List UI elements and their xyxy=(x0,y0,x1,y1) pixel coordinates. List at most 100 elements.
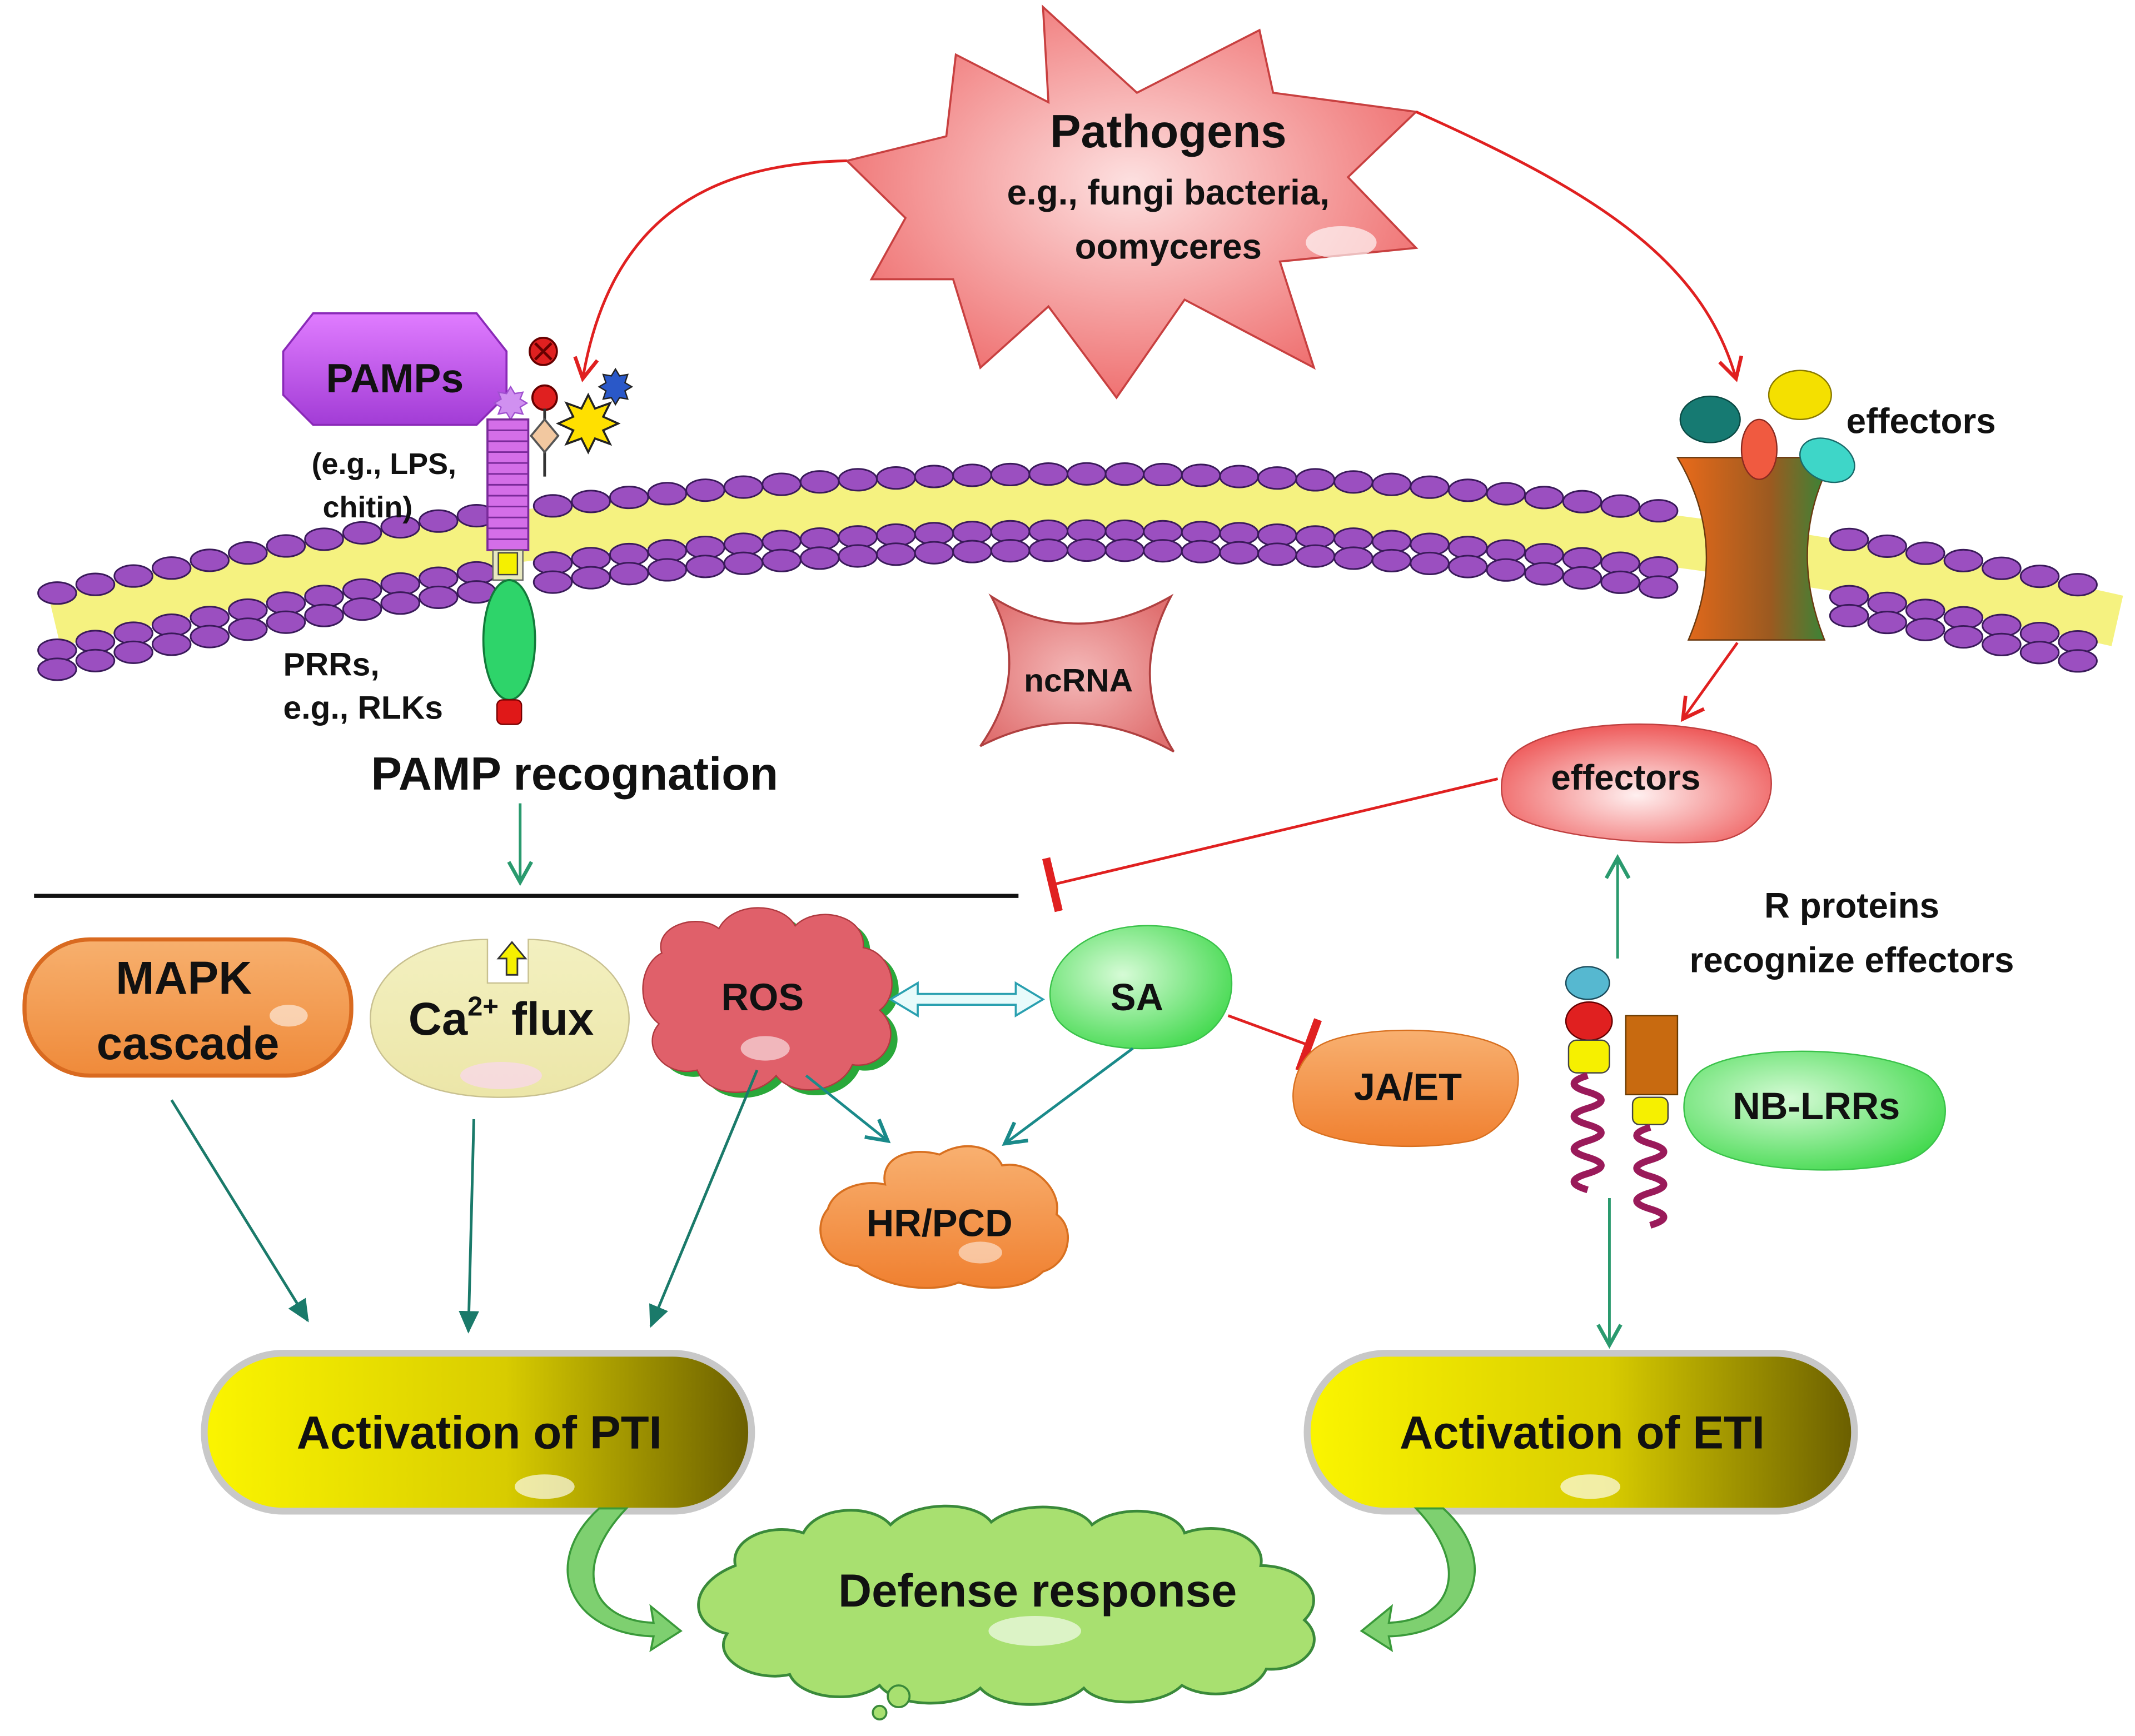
lipid-head xyxy=(1104,462,1145,486)
lipid-head xyxy=(1905,541,1945,565)
lipid-head xyxy=(1524,486,1564,510)
ros-group: ROS xyxy=(642,907,899,1098)
pti-highlight xyxy=(514,1474,575,1499)
arrow-pathogen-to-pamps xyxy=(573,159,847,382)
lipid-head xyxy=(876,542,916,566)
lipid-head xyxy=(1867,611,1907,635)
mapk-group: MAPK cascade xyxy=(22,937,354,1078)
lipid-head xyxy=(952,463,992,487)
lipid-head xyxy=(1829,603,1869,628)
pamp-red-dot xyxy=(531,384,558,411)
lipid-head xyxy=(1143,462,1183,487)
lipid-head xyxy=(37,657,77,681)
defense-label: Defense response xyxy=(838,1565,1237,1617)
lipid-head xyxy=(1371,472,1412,496)
lipid-head xyxy=(37,581,77,605)
lipid-head xyxy=(1067,538,1107,562)
effector-channel-group: effectors xyxy=(1676,370,1996,641)
lipid-head xyxy=(151,632,192,656)
arrow-ca-to-pti xyxy=(459,1119,479,1334)
ca-increase-arrow-icon xyxy=(496,941,527,976)
jaet-label: JA/ET xyxy=(1354,1066,1462,1109)
effectors-inside-label: effectors xyxy=(1551,758,1700,797)
lipid-head xyxy=(609,562,649,586)
arrow-channel-to-effectors xyxy=(1680,642,1739,722)
lipid-head xyxy=(799,470,840,494)
arrow-sa-to-hrpcd xyxy=(1002,1047,1134,1146)
lipid-head xyxy=(1524,562,1564,586)
effector-molecule-yellow xyxy=(1768,370,1832,421)
pamps-group: PAMPs (e.g., LPS, chitin) xyxy=(282,312,508,524)
lipid-head xyxy=(723,551,764,575)
lipid-head xyxy=(532,494,573,518)
prrs-label-1: PRRs, xyxy=(283,646,380,682)
sa-blob xyxy=(1049,925,1232,1050)
hrpcd-highlight xyxy=(958,1241,1002,1264)
arrow-pathogen-to-effectors xyxy=(1415,110,1744,382)
effector-channel xyxy=(1676,457,1834,641)
lipid-head xyxy=(304,603,344,627)
hrpcd-label: HR/PCD xyxy=(867,1202,1013,1245)
mapk-label-1: MAPK xyxy=(116,952,252,1004)
r-protein-blue-domain xyxy=(1565,966,1610,1000)
lipid-head xyxy=(952,540,992,563)
lipid-head xyxy=(1333,470,1373,494)
ncrna-label: ncRNA xyxy=(1024,663,1133,699)
lipid-head xyxy=(75,572,116,596)
lipid-head xyxy=(1486,482,1526,506)
lipid-head xyxy=(876,466,916,490)
pamp-recognition-label: PAMP recognation xyxy=(371,748,778,800)
pamps-example-2: chitin) xyxy=(323,491,413,524)
lipid-head xyxy=(685,478,725,502)
r-protein-coil-right xyxy=(1633,1124,1668,1229)
prr-stripes xyxy=(487,429,529,540)
lipid-head xyxy=(1410,551,1450,575)
lipid-head xyxy=(228,541,268,565)
ros-sa-double-arrow xyxy=(888,981,1045,1017)
pti-pill xyxy=(201,1350,755,1515)
mapk-label-2: cascade xyxy=(97,1017,280,1069)
ca-flux-superscript: 2+ xyxy=(467,992,499,1022)
pamp-star-blue xyxy=(598,367,634,406)
effector-molecule-dotted xyxy=(1799,437,1855,483)
r-proteins-label-2: recognize effectors xyxy=(1689,940,2014,980)
lipid-head xyxy=(990,462,1031,487)
defense-group: Defense response xyxy=(697,1504,1316,1721)
ca-flux-suffix: flux xyxy=(499,993,594,1045)
ros-cloud xyxy=(642,907,893,1093)
ncrna-group: ncRNA xyxy=(979,593,1175,753)
lipid-head xyxy=(647,482,688,506)
lipid-head xyxy=(266,610,306,634)
lipid-head xyxy=(380,515,420,539)
pti-group: Activation of PTI xyxy=(201,1350,755,1515)
lipid-head xyxy=(113,640,153,664)
eti-group: Activation of ETI xyxy=(1303,1350,1858,1515)
curved-arrow-eti-to-defense xyxy=(1360,1507,1476,1653)
pamp-molecules xyxy=(492,336,634,477)
mapk-box xyxy=(22,937,354,1078)
nblrrs-label: NB-LRRs xyxy=(1733,1085,1900,1128)
prr-red-tip xyxy=(496,699,522,725)
prr-receptor: PRRs, e.g., RLKs xyxy=(283,418,536,726)
lipid-head xyxy=(1600,494,1640,518)
lipid-head xyxy=(1067,462,1107,486)
curved-arrow-pti-to-defense xyxy=(566,1507,683,1653)
effectors-inside-group: effectors xyxy=(1501,724,1772,844)
lipid-head xyxy=(380,591,420,615)
lipid-head xyxy=(342,597,382,621)
lipid-head xyxy=(838,468,878,492)
lipid-head xyxy=(151,556,192,580)
lipid-head xyxy=(1905,617,1945,641)
nblrrs-group: NB-LRRs xyxy=(1683,1050,1946,1171)
lipid-head xyxy=(532,570,573,594)
lipid-head xyxy=(685,555,725,578)
lipid-head xyxy=(1143,539,1183,563)
lipid-head xyxy=(1219,465,1259,488)
r-protein-group: R proteins recognize effectors xyxy=(1565,886,2014,1229)
effectors-blob xyxy=(1501,724,1772,844)
lipid-head xyxy=(1028,462,1068,486)
effector-molecule-red xyxy=(1740,418,1778,480)
lipid-head xyxy=(571,490,611,513)
